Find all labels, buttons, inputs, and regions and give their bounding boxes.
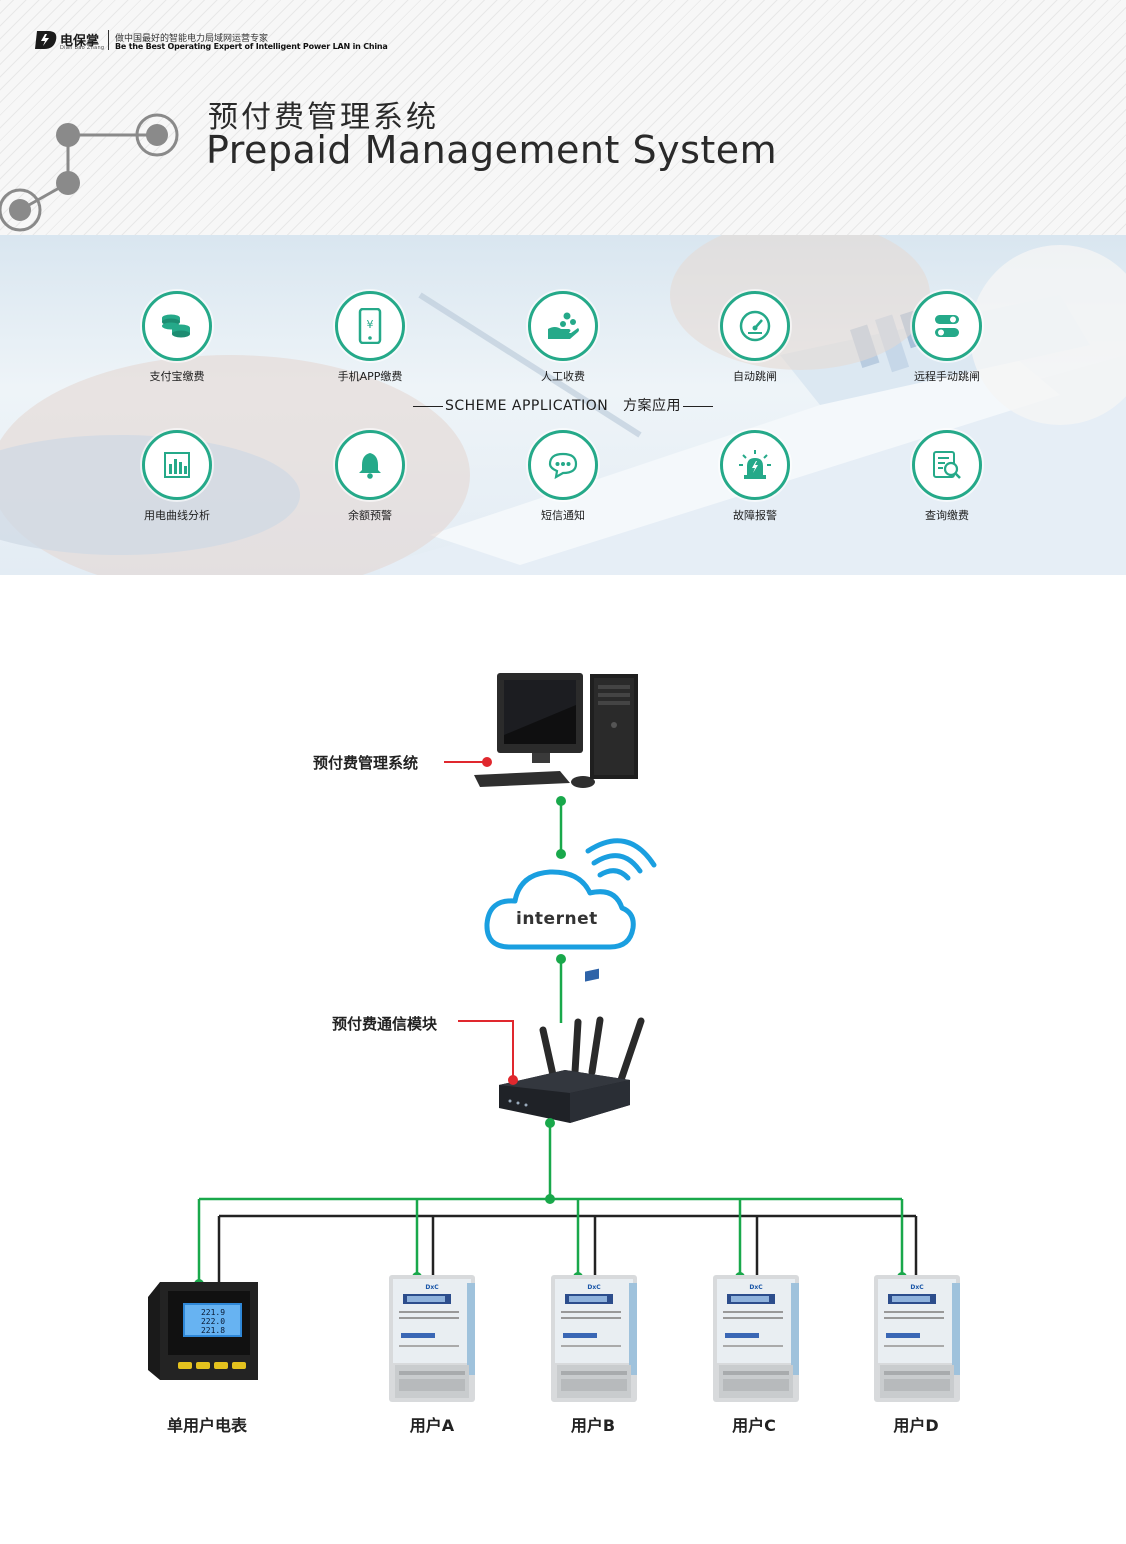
svg-text:¥: ¥ [367, 318, 374, 331]
coins-stack-icon [142, 291, 212, 361]
computer-workstation-icon [474, 673, 638, 788]
brand-pinyin: Dian Bao Zhang [60, 45, 105, 51]
page-title-en: Prepaid Management System [206, 128, 778, 172]
module-label: 预付费通信模块 [332, 1015, 438, 1033]
feature-label: 手机APP缴费 [337, 370, 403, 383]
meter-reading-2: 222.0 [201, 1317, 225, 1326]
energy-meter-icon: DxC [551, 1275, 637, 1402]
feature-sms-notify[interactable]: 短信通知 [483, 430, 643, 523]
feature-usage-curve[interactable]: 用电曲线分析 [97, 430, 257, 523]
feature-label: 自动跳闸 [733, 370, 777, 383]
feature-balance-warning[interactable]: 余额预警 [290, 430, 450, 523]
feature-fault-alarm[interactable]: 故障报警 [675, 430, 835, 523]
device-label-user-b: 用户B [570, 1416, 616, 1435]
logo-divider [108, 30, 109, 50]
device-label-user-a: 用户A [409, 1416, 455, 1435]
system-label: 预付费管理系统 [313, 754, 419, 772]
page-title-cn: 预付费管理系统 [208, 100, 439, 135]
feature-label: 支付宝缴费 [149, 370, 205, 383]
system-callout-dot [482, 757, 492, 767]
slogan-cn: 做中国最好的智能电力局域网运营专家 [115, 34, 269, 44]
search-document-icon [912, 430, 982, 500]
meter-reading-1: 221.9 [201, 1308, 225, 1317]
feature-remote-trip[interactable]: 远程手动跳闸 [867, 291, 1027, 384]
device-label-user-d: 用户D [893, 1416, 939, 1435]
feature-app-payment[interactable]: ¥ 手机APP缴费 [290, 291, 450, 384]
toggle-switch-icon [912, 291, 982, 361]
communication-module-router-icon [499, 968, 645, 1123]
internet-label: internet [516, 909, 598, 929]
slogan-en: Be the Best Operating Expert of Intellig… [115, 42, 388, 51]
feature-label: 查询缴费 [925, 509, 969, 522]
meter-reading-3: 221.8 [201, 1326, 225, 1335]
module-callout-dot [508, 1075, 518, 1085]
svg-text:DxC: DxC [749, 1284, 763, 1291]
internet-cloud-icon [484, 838, 657, 950]
device-label-single-meter: 单用户电表 [166, 1416, 247, 1435]
scheme-application-heading: SCHEME APPLICATION 方案应用 [0, 395, 1126, 415]
node-decoration-icon [0, 113, 179, 232]
feature-label: 远程手动跳闸 [914, 370, 980, 383]
feature-label: 故障报警 [733, 509, 777, 522]
alarm-light-icon [720, 430, 790, 500]
feature-alipay-payment[interactable]: 支付宝缴费 [97, 291, 257, 384]
brand-name: 电保掌 [60, 34, 100, 49]
feature-label: 余额预警 [348, 509, 392, 522]
feature-manual-charge[interactable]: 人工收费 [483, 291, 643, 384]
svg-text:DxC: DxC [910, 1284, 924, 1291]
heading-rule-left [412, 405, 443, 407]
hand-coins-icon [528, 291, 598, 361]
chat-bubble-icon [528, 430, 598, 500]
energy-meter-icon: DxC [713, 1275, 799, 1402]
svg-text:DxC: DxC [587, 1284, 601, 1291]
network-topology-diagram: 221.9 222.0 221.8 DxC [0, 575, 1126, 1544]
brand-logo-icon [35, 31, 57, 49]
svg-text:DxC: DxC [425, 1284, 439, 1291]
energy-meter-icon: DxC [389, 1275, 475, 1402]
bar-chart-icon [142, 430, 212, 500]
energy-meter-icon: DxC [874, 1275, 960, 1402]
mobile-yuan-icon: ¥ [335, 291, 405, 361]
header-banner: 电保掌 Dian Bao Zhang 做中国最好的智能电力局域网运营专家 Be … [0, 0, 1126, 235]
panel-meter-icon: 221.9 222.0 221.8 [148, 1282, 258, 1380]
feature-label: 短信通知 [541, 509, 585, 522]
scheme-label: SCHEME APPLICATION 方案应用 [444, 398, 682, 414]
hero-feature-panel: 支付宝缴费 ¥ 手机APP缴费 人工收费 [0, 235, 1126, 575]
feature-label: 用电曲线分析 [144, 509, 210, 522]
feature-query-payment[interactable]: 查询缴费 [867, 430, 1027, 523]
module-callout-line [458, 1020, 514, 1080]
device-label-user-c: 用户C [732, 1416, 776, 1435]
heading-rule-right [683, 405, 714, 407]
feature-label: 人工收费 [541, 370, 585, 383]
gauge-icon [720, 291, 790, 361]
feature-auto-trip[interactable]: 自动跳闸 [675, 291, 835, 384]
bell-icon [335, 430, 405, 500]
